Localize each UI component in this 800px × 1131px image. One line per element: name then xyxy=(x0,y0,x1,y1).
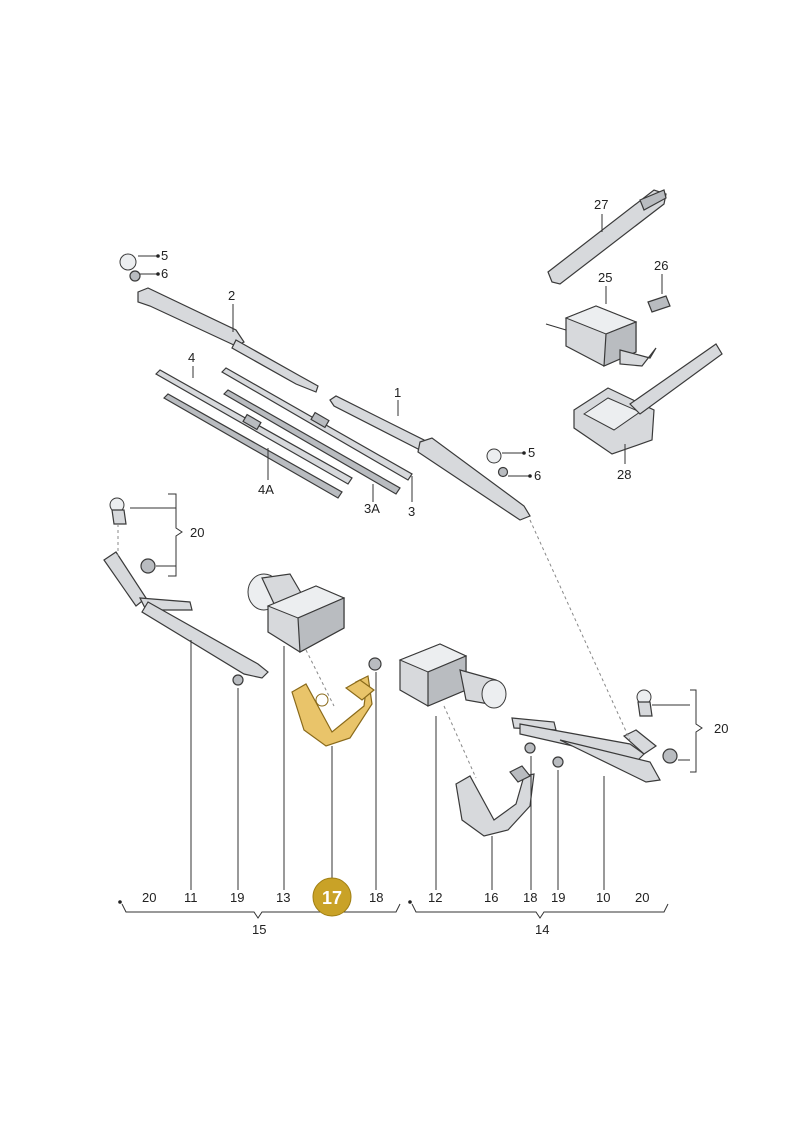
wiper-arm-1 xyxy=(329,395,531,521)
highlight-badge-17-label: 17 xyxy=(322,888,342,908)
wiper-linkage-left xyxy=(103,497,269,686)
part-26-clip xyxy=(647,295,671,313)
callout-25: 25 xyxy=(598,270,612,285)
nut-19-right xyxy=(552,756,564,768)
callout-6-top: 6 xyxy=(161,266,168,281)
bottom-label-18-left: 18 xyxy=(369,890,383,905)
callout-4a: 4A xyxy=(258,482,274,497)
part-25-sensor xyxy=(545,305,657,367)
wiper-blade-3 xyxy=(221,367,413,495)
wiper-blade-4 xyxy=(155,369,353,499)
bottom-label-12: 12 xyxy=(428,890,442,905)
bottom-label-19-right: 19 xyxy=(551,890,565,905)
nut-18-left xyxy=(368,657,382,671)
assembly-line-motor13 xyxy=(305,649,335,707)
wiper-motor-12 xyxy=(398,643,507,709)
bottom-label-20-right: 20 xyxy=(635,890,649,905)
part-27-bracket xyxy=(547,189,667,285)
callout-3a: 3A xyxy=(364,501,380,516)
bottom-label-20-left: 20 xyxy=(142,890,156,905)
callout-28: 28 xyxy=(617,467,631,482)
callout-5-top: 5 xyxy=(161,248,168,263)
leader-lines xyxy=(118,214,703,919)
bracket-16 xyxy=(455,765,535,837)
callout-5-right: 5 xyxy=(528,445,535,460)
bottom-label-16: 16 xyxy=(484,890,498,905)
callout-20-left: 20 xyxy=(190,525,204,540)
wiper-linkage-right xyxy=(511,689,678,783)
group-label-14: 14 xyxy=(535,922,549,937)
callout-4: 4 xyxy=(188,350,195,365)
bottom-label-11: 11 xyxy=(184,890,198,905)
callout-3: 3 xyxy=(408,504,415,519)
assembly-line-motor12 xyxy=(443,705,477,779)
part-28-mirror-base xyxy=(573,343,723,455)
callout-2: 2 xyxy=(228,288,235,303)
group-label-15: 15 xyxy=(252,922,266,937)
bottom-label-18-right: 18 xyxy=(523,890,537,905)
bottom-label-19-left: 19 xyxy=(230,890,244,905)
nut-18-right xyxy=(524,742,536,754)
bracket-17-highlighted xyxy=(291,675,375,747)
wiper-arm-2 xyxy=(119,253,319,393)
assembly-line-arm1 xyxy=(529,519,631,741)
wiper-motor-13 xyxy=(247,573,346,653)
callout-20-right: 20 xyxy=(714,721,728,736)
callout-6-right: 6 xyxy=(534,468,541,483)
bottom-label-10: 10 xyxy=(596,890,610,905)
highlight-badge-17: 17 xyxy=(312,877,352,917)
callout-1: 1 xyxy=(394,385,401,400)
bottom-label-13: 13 xyxy=(276,890,290,905)
callout-26: 26 xyxy=(654,258,668,273)
callout-27: 27 xyxy=(594,197,608,212)
